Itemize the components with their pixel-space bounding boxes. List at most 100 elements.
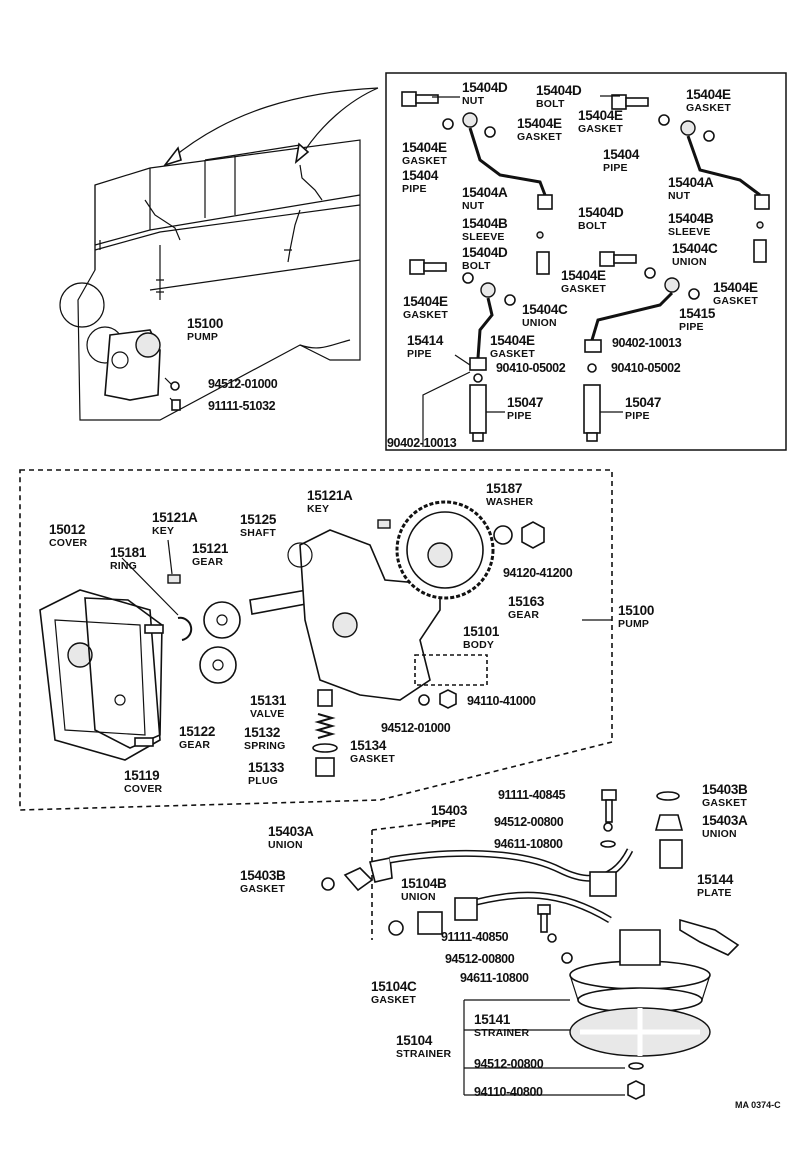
part-name: UNION xyxy=(702,828,737,840)
part-name: SPRING xyxy=(244,740,285,752)
part-name: GEAR xyxy=(179,739,210,751)
part-number: 15134 xyxy=(350,738,387,753)
part-name: KEY xyxy=(152,525,174,537)
part-number: 15404C xyxy=(522,302,568,317)
standard-part-number: 94110-40800 xyxy=(474,1085,543,1099)
part-number: 15047 xyxy=(507,395,543,410)
part-number: 15187 xyxy=(486,481,522,496)
part-number: 15403 xyxy=(431,803,468,818)
part-name: STRAINER xyxy=(474,1027,529,1039)
part-name: GASKET xyxy=(371,994,416,1006)
part-number: 15404A xyxy=(668,175,714,190)
part-number: 15144 xyxy=(697,872,734,887)
part-number: 15132 xyxy=(244,725,280,740)
standard-part-number: 91111-51032 xyxy=(208,399,276,413)
standard-part-number: 94120-41200 xyxy=(503,566,573,580)
part-name: PIPE xyxy=(431,818,456,830)
part-name: GEAR xyxy=(192,556,223,568)
part-number: 15047 xyxy=(625,395,661,410)
inner-gear-15122 xyxy=(199,646,237,684)
part-number: 15104C xyxy=(371,979,417,994)
standard-part-number: 91111-40845 xyxy=(498,788,566,802)
strainer-pipe-assembly xyxy=(321,789,740,1100)
part-name: BOLT xyxy=(578,220,607,232)
part-number: 15404E xyxy=(686,87,731,102)
standard-part-number: 94512-00800 xyxy=(445,952,515,966)
part-number: 15404E xyxy=(561,268,606,283)
part-name: UNION xyxy=(522,317,557,329)
part-name: NUT xyxy=(462,200,485,212)
part-number: 15404D xyxy=(578,205,624,220)
part-number: 15100 xyxy=(187,316,223,331)
part-number: 15404A xyxy=(462,185,508,200)
part-name: COVER xyxy=(49,537,88,549)
part-name: GEAR xyxy=(508,609,539,621)
part-number: 15122 xyxy=(179,724,215,739)
standard-part-number: 90410-05002 xyxy=(611,361,681,375)
part-number: 15404B xyxy=(668,211,714,226)
part-number: 15121A xyxy=(307,488,353,503)
standard-part-number: 94110-41000 xyxy=(467,694,536,708)
part-number: 15404E xyxy=(490,333,535,348)
part-number: 15404B xyxy=(462,216,508,231)
part-name: PIPE xyxy=(402,183,427,195)
standard-part-number: 94512-00800 xyxy=(494,815,564,829)
part-name: PLATE xyxy=(697,887,732,899)
part-number: 15141 xyxy=(474,1012,511,1027)
part-name: GASKET xyxy=(240,883,285,895)
part-number: 15404D xyxy=(462,245,508,260)
part-number: 15403B xyxy=(702,782,748,797)
engine-block-illustration xyxy=(59,87,379,421)
part-name: COVER xyxy=(124,783,163,795)
part-number-labels: 94512-0100091111-5103290402-1001390410-0… xyxy=(208,336,682,1099)
part-name: PIPE xyxy=(625,410,650,422)
part-name: GASKET xyxy=(561,283,606,295)
part-name: PLUG xyxy=(248,775,278,787)
standard-part-number: 94512-00800 xyxy=(474,1057,544,1071)
part-name: STRAINER xyxy=(396,1048,451,1060)
standard-part-number: 94611-10800 xyxy=(494,837,563,851)
part-name: BOLT xyxy=(462,260,491,272)
standard-part-number: 91111-40850 xyxy=(441,930,509,944)
part-name: GASKET xyxy=(490,348,535,360)
part-name: GASKET xyxy=(403,309,448,321)
part-number: 15404 xyxy=(603,147,640,162)
drive-gear-15163 xyxy=(395,500,495,600)
part-name: SLEEVE xyxy=(462,231,505,243)
standard-part-number: 94512-01000 xyxy=(208,377,278,391)
part-name: PIPE xyxy=(507,410,532,422)
part-name: PIPE xyxy=(407,348,432,360)
part-name: VALVE xyxy=(250,708,284,720)
figure-reference: MA 0374-C xyxy=(735,1100,781,1110)
part-number: 15104B xyxy=(401,876,447,891)
